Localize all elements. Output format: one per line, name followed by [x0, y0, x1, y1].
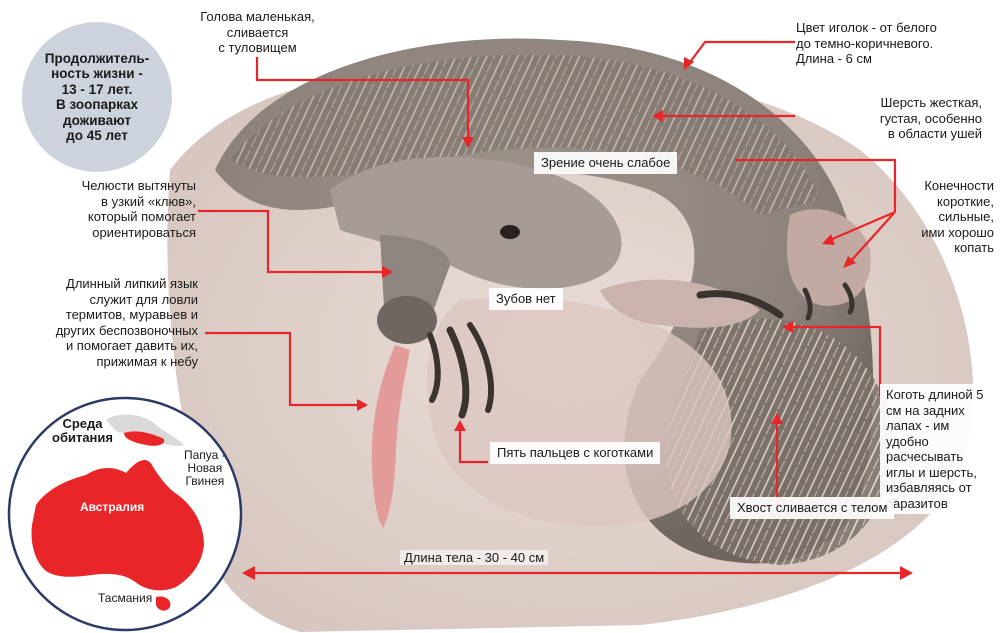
lifespan-line: до 45 лет	[66, 128, 128, 143]
lifespan-line: В зоопарках	[55, 97, 139, 112]
tasmania-label: Тасмания	[98, 591, 153, 605]
lifespan-bubble: Продолжитель- ность жизни - 13 - 17 лет.…	[22, 22, 172, 172]
habitat-title: Среда обитания	[52, 416, 113, 445]
fur-label: Шерсть жесткая, густая, особенно в облас…	[879, 95, 982, 141]
head-label: Голова маленькая, сливается с туловищем	[200, 9, 315, 55]
limbs-label: Конечности короткие, сильные, ими хорошо…	[921, 178, 994, 255]
claw-label: Коготь длиной 5 см на задних лапах - им …	[880, 384, 992, 514]
lifespan-line: 13 - 17 лет.	[61, 81, 133, 97]
lifespan-line: Продолжитель-	[44, 50, 150, 66]
habitat-map: Среда обитания Папуа - Новая Гвинея Авст…	[6, 395, 244, 633]
habitat-map-graphic	[7, 396, 243, 632]
jaws-label: Челюсти вытянуты в узкий «клюв», который…	[81, 178, 196, 240]
vision-label: Зрение очень слабое	[534, 152, 678, 174]
body-length-label: Длина тела - 30 - 40 см	[400, 550, 549, 565]
australia-label: Австралия	[80, 500, 145, 514]
tail-label: Хвост сливается с телом	[730, 497, 895, 519]
papua-new-guinea-label: Папуа - Новая Гвинея	[184, 448, 226, 488]
fingers-label: Пять пальцев с коготками	[490, 442, 661, 464]
spines-label: Цвет иголок - от белого до темно-коричне…	[796, 20, 937, 66]
tongue-label: Длинный липкий язык служит для ловли тер…	[55, 276, 198, 369]
lifespan-line: доживают	[63, 112, 131, 128]
lifespan-line: ность жизни -	[51, 66, 143, 81]
teeth-label: Зубов нет	[489, 288, 563, 310]
